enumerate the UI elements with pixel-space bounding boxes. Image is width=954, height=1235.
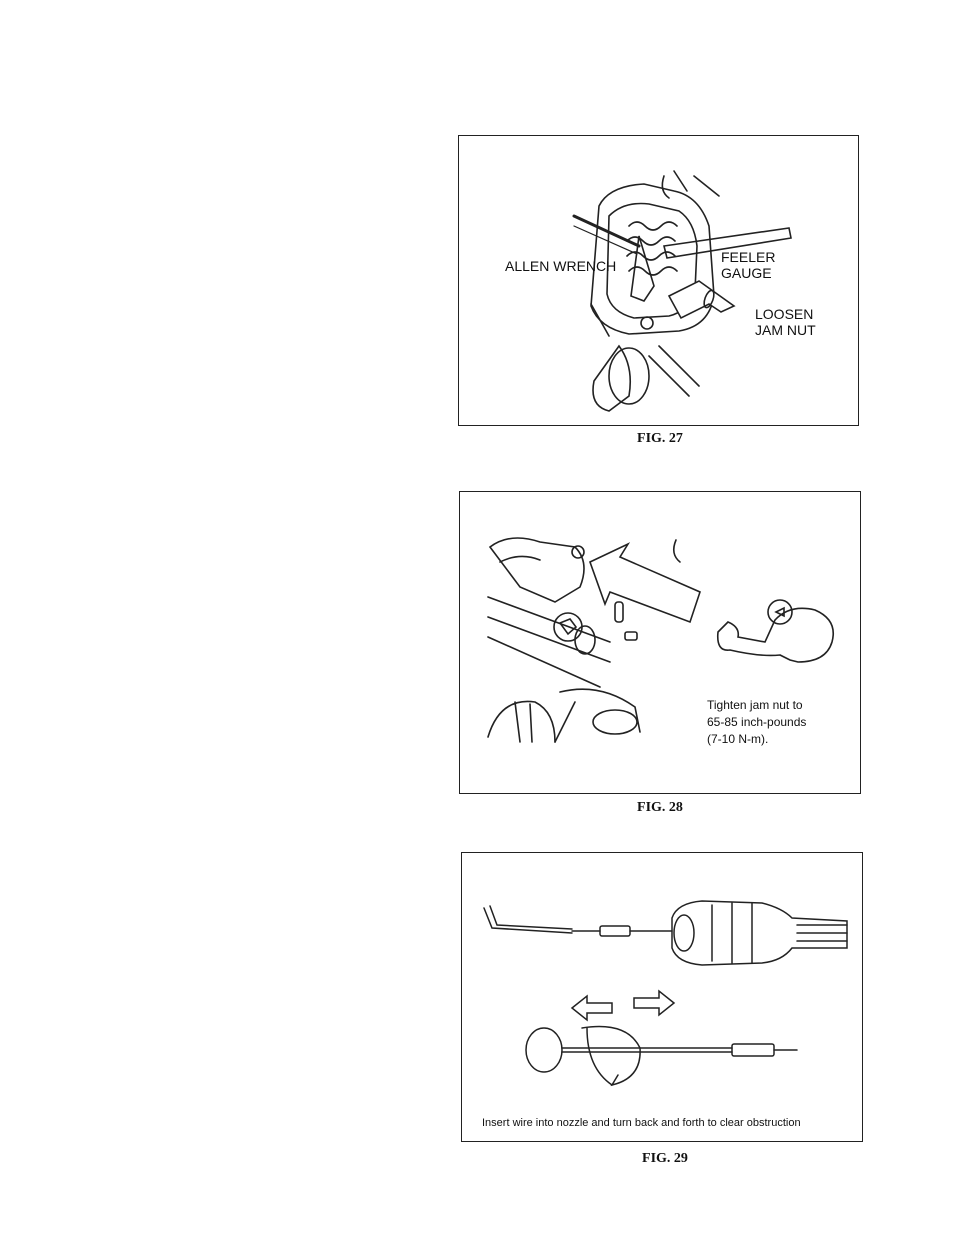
fig28-note: Tighten jam nut to 65-85 inch-pounds (7-…	[707, 697, 806, 748]
label-jam-nut: JAM NUT	[755, 322, 816, 338]
figure-29-illustration	[462, 853, 861, 1140]
figure-27-caption: FIG. 27	[600, 431, 720, 447]
label-allen-wrench: ALLEN WRENCH	[505, 258, 616, 274]
figure-28-frame: Tighten jam nut to 65-85 inch-pounds (7-…	[459, 491, 861, 794]
figure-29-caption: FIG. 29	[605, 1151, 725, 1167]
fig28-note-line-2: 65-85 inch-pounds	[707, 714, 806, 731]
label-feeler: FEELER	[721, 249, 775, 265]
label-loosen: LOOSEN	[755, 306, 813, 322]
figure-29-frame: Insert wire into nozzle and turn back an…	[461, 852, 863, 1142]
figure-27-illustration	[459, 136, 857, 424]
fig28-note-line-3: (7-10 N-m).	[707, 731, 806, 748]
figure-27-frame: ALLEN WRENCH FEELER GAUGE LOOSEN JAM NUT	[458, 135, 859, 426]
label-gauge: GAUGE	[721, 265, 772, 281]
fig28-note-line-1: Tighten jam nut to	[707, 697, 806, 714]
figure-28-caption: FIG. 28	[600, 800, 720, 816]
fig29-note: Insert wire into nozzle and turn back an…	[482, 1117, 801, 1129]
